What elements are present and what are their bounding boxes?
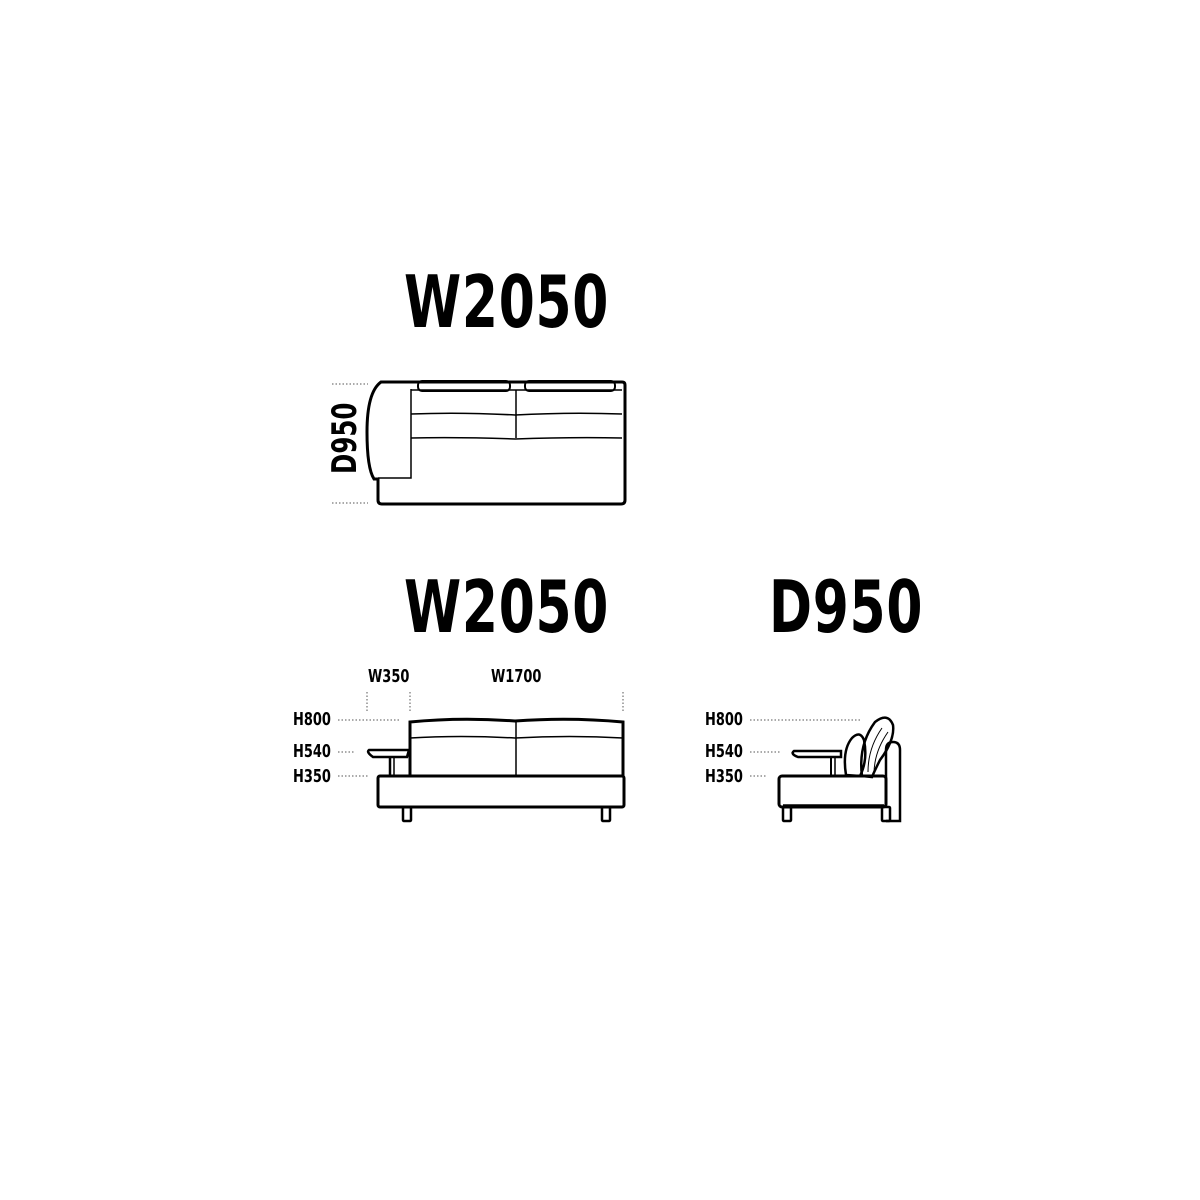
seat-width-label: W1700	[491, 666, 542, 687]
front-height-540-label: H540	[293, 741, 331, 762]
front-height-350-label: H350	[293, 766, 331, 787]
front-view-drawing	[338, 692, 626, 823]
front-height-800-label: H800	[293, 709, 331, 730]
top-view-width-label: W2050	[404, 260, 610, 344]
side-view-depth-label: D950	[769, 565, 924, 649]
side-height-350-label: H350	[705, 766, 743, 787]
side-height-800-label: H800	[705, 709, 743, 730]
side-view-drawing	[750, 716, 902, 823]
arm-width-label: W350	[368, 666, 410, 687]
top-view-drawing	[332, 380, 627, 506]
front-view-width-label: W2050	[404, 565, 610, 649]
top-view-depth-label: D950	[325, 402, 365, 474]
side-height-540-label: H540	[705, 741, 743, 762]
